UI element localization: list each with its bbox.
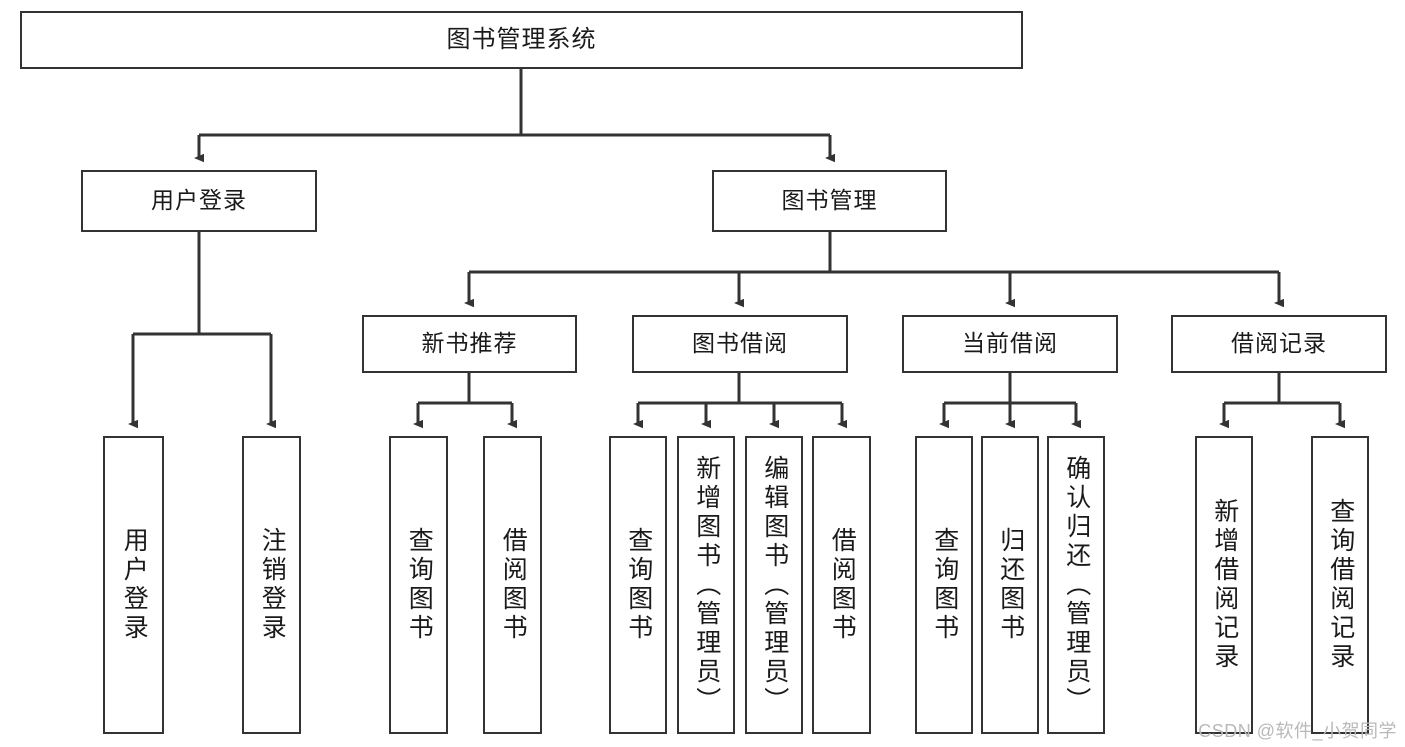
node-leaf-query-book-current[interactable]: 查询图书 (915, 436, 973, 734)
node-leaf-return-book[interactable]: 归还图书 (981, 436, 1039, 734)
leaf-label: 借阅图书 (499, 527, 528, 643)
leaf-label: 查询借阅记录 (1326, 498, 1355, 672)
leaf-label: 确认归还（管理员） (1062, 454, 1091, 716)
node-borrow-record[interactable]: 借阅记录 (1171, 315, 1387, 373)
node-leaf-logout[interactable]: 注销登录 (242, 436, 301, 734)
leaf-label: 新增借阅记录 (1210, 498, 1239, 672)
node-book-borrow[interactable]: 图书借阅 (632, 315, 848, 373)
leaf-label: 编辑图书（管理员） (760, 454, 789, 716)
node-root-system[interactable]: 图书管理系统 (20, 11, 1023, 69)
node-leaf-confirm-return[interactable]: 确认归还（管理员） (1047, 436, 1105, 734)
node-leaf-query-book-recommend[interactable]: 查询图书 (389, 436, 448, 734)
leaf-label: 注销登录 (258, 527, 287, 643)
node-leaf-borrow-book[interactable]: 借阅图书 (812, 436, 871, 734)
leaf-label: 新增图书（管理员） (692, 454, 721, 716)
leaf-label: 查询图书 (930, 527, 959, 643)
node-current-borrow[interactable]: 当前借阅 (902, 315, 1118, 373)
node-leaf-add-borrow-record[interactable]: 新增借阅记录 (1195, 436, 1253, 734)
node-leaf-edit-book[interactable]: 编辑图书（管理员） (745, 436, 803, 734)
node-leaf-borrow-book-recommend[interactable]: 借阅图书 (483, 436, 542, 734)
leaf-label: 查询图书 (405, 527, 434, 643)
node-new-book-recommend[interactable]: 新书推荐 (362, 315, 577, 373)
leaf-label: 借阅图书 (828, 527, 857, 643)
node-leaf-query-borrow-record[interactable]: 查询借阅记录 (1311, 436, 1369, 734)
leaf-label: 查询图书 (624, 527, 653, 643)
node-user-login[interactable]: 用户登录 (81, 170, 317, 232)
node-book-management[interactable]: 图书管理 (712, 170, 947, 232)
leaf-label: 用户登录 (120, 527, 149, 643)
node-leaf-user-login[interactable]: 用户登录 (103, 436, 164, 734)
node-leaf-add-book[interactable]: 新增图书（管理员） (677, 436, 735, 734)
leaf-label: 归还图书 (996, 527, 1025, 643)
node-leaf-query-book-borrow[interactable]: 查询图书 (609, 436, 667, 734)
